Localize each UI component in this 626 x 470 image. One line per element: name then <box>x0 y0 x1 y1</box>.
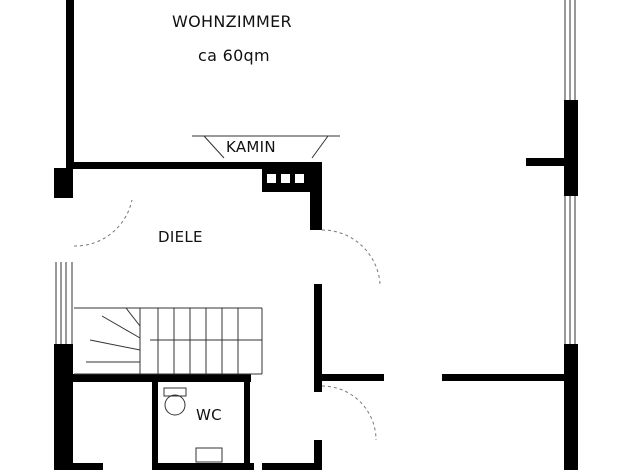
wall-bottom-b <box>152 463 254 470</box>
staircase <box>74 307 263 375</box>
wall-living-lower-b <box>442 374 566 381</box>
walls <box>54 0 578 470</box>
wall-left-diele <box>54 168 73 198</box>
wall-left-lower <box>54 344 73 470</box>
door-swings <box>73 199 381 441</box>
wall-fireplace-right <box>310 162 322 230</box>
fireplace <box>262 168 310 192</box>
wall-right-bottom <box>564 344 578 470</box>
kamin-label: KAMIN <box>226 138 276 156</box>
wall-bottom-c <box>262 463 314 470</box>
toilet-tank <box>163 387 187 397</box>
wohnzimmer-label: WOHNZIMMER <box>172 12 292 31</box>
wall-bottom-a <box>73 463 103 470</box>
wall-living-lower-a <box>322 374 384 381</box>
diele-label: DIELE <box>158 228 203 246</box>
wall-right-top <box>564 100 578 196</box>
wall-wc-right <box>244 382 250 470</box>
wall-right-stub <box>526 158 566 166</box>
wall-mid-vertical <box>314 284 322 392</box>
wall-hall-lower <box>73 374 251 382</box>
wall-mid-bottom <box>314 440 322 470</box>
wash-basin <box>195 447 223 463</box>
windows <box>55 0 576 344</box>
fireplace-hearth <box>192 135 340 159</box>
wall-hall-top <box>66 162 262 169</box>
wall-wc-left <box>152 382 158 470</box>
toilet-bowl <box>164 394 186 416</box>
wohnzimmer-area-label: ca 60qm <box>198 46 270 65</box>
wc-fixtures <box>163 387 223 463</box>
wall-left-upper <box>66 0 74 168</box>
wc-label: WC <box>196 406 222 424</box>
wall-fireplace-cap <box>262 162 314 168</box>
